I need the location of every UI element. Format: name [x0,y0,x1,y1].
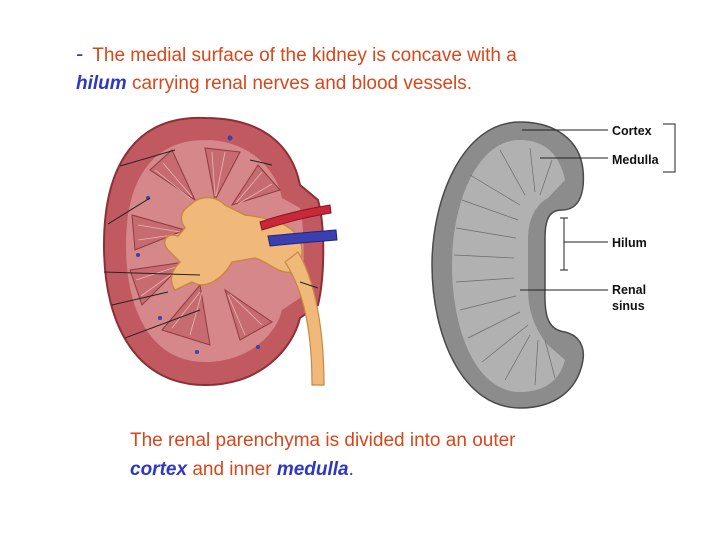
renal-vein [267,229,338,247]
pyramid-striations [135,151,273,336]
label-bracket [663,123,676,173]
section-leader-lines [520,129,608,291]
label-cortex: Cortex [612,124,652,138]
intro-text-part1: The medial surface of the kidney is conc… [92,45,517,66]
caption-text-part1: The renal parenchyma is divided into an … [130,430,516,451]
label-hilum: Hilum [612,236,647,250]
kidney-coronal-illustration [102,116,338,387]
renal-artery [259,204,332,231]
caption-text-part2: and inner [192,459,272,480]
section-medulla [452,140,565,392]
label-medulla: Medulla [612,153,660,167]
intro-text-part2: carrying renal nerves and blood vessels. [131,73,473,94]
label-sinus: sinus [612,299,645,313]
intro-paragraph: - The medial surface of the kidney is co… [76,40,696,98]
kidney-section-illustration [431,121,676,409]
label-renal: Renal [612,283,646,297]
keyword-medulla: medulla [276,459,349,480]
leader-lines [103,149,319,339]
caption-period: . [348,459,354,480]
small-vessels [136,135,260,354]
caption-paragraph: The renal parenchyma is divided into an … [130,426,690,484]
keyword-hilum: hilum [76,73,127,94]
ureter [284,251,325,386]
bullet-dash: - [76,41,84,66]
section-striations [453,147,556,386]
keyword-cortex: cortex [130,459,188,480]
